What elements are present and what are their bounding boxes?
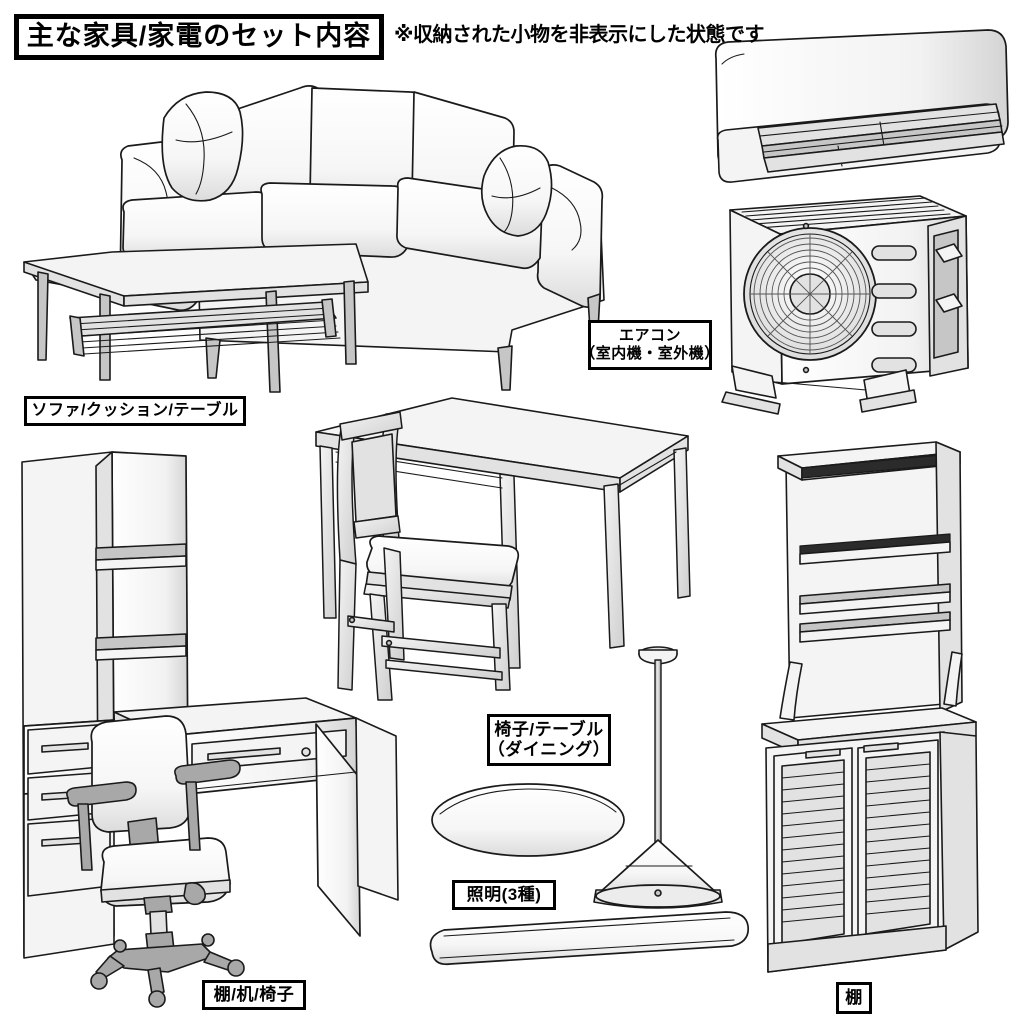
- coffee-table-illustration: [23, 243, 369, 393]
- label-rack-line1: 棚: [845, 987, 863, 1007]
- sofa-illustration: [119, 85, 605, 391]
- ac-indoor-unit-illustration: [714, 29, 1009, 183]
- label-dining-set-line1: 椅子/テーブル: [494, 719, 604, 739]
- label-sofa: ソファ/クッション/テーブル: [24, 396, 246, 426]
- bookshelf-illustration: [21, 451, 189, 959]
- label-air-conditioner: エアコン （室内機・室外機）: [580, 320, 719, 370]
- ceiling-light-illustration: [431, 783, 625, 857]
- page-title-text: 主な家具/家電のセット内容: [26, 21, 372, 52]
- label-dining-set-line2: （ダイニング）: [487, 740, 611, 759]
- disclaimer-note: ※収納された小物を非表示にした状態です: [394, 24, 764, 46]
- cabinet-rack-illustration: [761, 441, 979, 973]
- label-dining-set: 椅子/テーブル （ダイニング）: [487, 714, 611, 766]
- label-lighting-line1: 照明(3種): [466, 884, 542, 904]
- label-air-conditioner-line2: （室内機・室外機）: [580, 345, 720, 362]
- label-sofa-line1: ソファ/クッション/テーブル: [31, 401, 239, 419]
- label-rack: 棚: [836, 982, 872, 1014]
- label-lighting: 照明(3種): [452, 880, 556, 910]
- page-title: 主な家具/家電のセット内容: [14, 14, 384, 60]
- label-desk-set: 棚/机/椅子: [202, 980, 306, 1010]
- bar-light-illustration: [429, 911, 750, 966]
- office-chair-illustration: [66, 715, 245, 1008]
- ac-outdoor-unit-illustration: [721, 195, 969, 415]
- label-desk-set-line1: 棚/机/椅子: [213, 984, 295, 1004]
- dining-table-illustration: [315, 397, 691, 669]
- label-air-conditioner-line1: エアコン: [618, 327, 681, 345]
- louvre-door-left: [773, 747, 853, 957]
- pendant-light-illustration: [593, 646, 723, 909]
- louvre-door-right: [857, 739, 939, 945]
- dining-chair-illustration: [336, 411, 520, 701]
